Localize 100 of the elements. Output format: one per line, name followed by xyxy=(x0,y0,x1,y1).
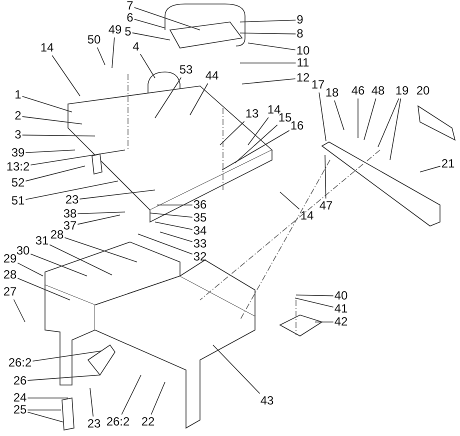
callout-number: 10 xyxy=(296,44,310,58)
callout-number: 26:2 xyxy=(106,416,130,428)
callout-number: 8 xyxy=(296,28,304,40)
callout-number: 28 xyxy=(50,228,64,242)
leader-line xyxy=(77,212,126,214)
leader-line xyxy=(64,237,138,262)
callout-number: 30 xyxy=(16,244,30,258)
leader-line xyxy=(49,244,112,276)
leader-line xyxy=(240,32,296,34)
callout-number: 6 xyxy=(126,12,134,24)
leader-line xyxy=(364,98,376,140)
leader-line xyxy=(140,54,156,78)
leader-line xyxy=(17,262,44,276)
callout-number: 9 xyxy=(296,14,304,26)
callout-number: 37 xyxy=(63,220,77,232)
callout-number: 7 xyxy=(126,0,134,12)
callout-number: 27 xyxy=(3,286,17,298)
leader-line xyxy=(134,7,200,30)
leader-line xyxy=(32,350,102,362)
callout-number: 19 xyxy=(395,84,409,98)
leader-line xyxy=(234,124,278,164)
callout-number: 14 xyxy=(267,104,281,116)
callout-number: 28 xyxy=(3,268,17,282)
callout-number: 32 xyxy=(193,250,207,264)
callout-number: 33 xyxy=(193,238,207,250)
leader-line xyxy=(248,42,296,50)
callout-number: 26:2 xyxy=(8,356,32,370)
callout-number: 16 xyxy=(290,120,304,132)
leader-line xyxy=(154,77,182,118)
leader-line xyxy=(25,166,86,182)
leader-line xyxy=(27,374,100,381)
leader-line xyxy=(156,204,193,206)
leader-line xyxy=(248,117,269,146)
callout-number: 42 xyxy=(334,316,348,328)
leader-line xyxy=(132,32,170,40)
leader-line xyxy=(134,18,166,28)
callout-number: 11 xyxy=(296,56,310,70)
leader-line xyxy=(212,344,260,394)
callout-number: 18 xyxy=(325,86,339,100)
leader-line xyxy=(334,100,344,130)
callout-number: 36 xyxy=(193,198,207,212)
callout-number: 52 xyxy=(11,176,25,190)
callout-number: 26 xyxy=(13,374,27,388)
leader-line xyxy=(13,299,26,322)
leader-line xyxy=(52,55,80,96)
callout-number: 20 xyxy=(416,84,430,98)
callout-number: 44 xyxy=(205,70,219,82)
leader-line xyxy=(150,382,166,415)
callout-number: 5 xyxy=(124,26,132,38)
callout-number: 38 xyxy=(63,208,77,220)
leader-line xyxy=(220,121,245,146)
leader-line xyxy=(378,98,400,148)
callout-number: 25 xyxy=(13,404,27,416)
leader-line xyxy=(280,192,300,210)
leader-line xyxy=(90,388,94,417)
leader-line xyxy=(420,166,441,172)
callout-number: 3 xyxy=(14,128,22,142)
leader-line xyxy=(242,78,296,84)
callout-number: 46 xyxy=(351,84,365,98)
leader-line xyxy=(79,190,156,200)
callout-number: 14 xyxy=(40,42,54,54)
callout-number: 24 xyxy=(13,392,27,404)
leader-line xyxy=(294,298,334,308)
callout-number: 14 xyxy=(300,210,314,222)
leader-line xyxy=(30,150,126,166)
leader-line xyxy=(25,150,76,153)
callout-number: 51 xyxy=(11,194,25,208)
callout-number: 23 xyxy=(87,418,101,430)
callout-number: 50 xyxy=(87,34,101,46)
callout-number: 48 xyxy=(371,84,385,98)
callout-number: 17 xyxy=(311,78,325,92)
leader-line xyxy=(222,130,290,170)
leader-line xyxy=(27,412,64,422)
leader-line xyxy=(240,62,296,64)
leader-line xyxy=(318,92,326,142)
callout-number: 43 xyxy=(260,394,274,408)
callout-number: 29 xyxy=(3,252,17,266)
leader-line xyxy=(77,214,120,225)
leader-line xyxy=(96,47,106,66)
leader-line xyxy=(17,278,70,300)
callout-number: 1 xyxy=(14,88,22,102)
leader-line xyxy=(296,294,334,296)
callout-number: 23 xyxy=(65,194,79,206)
leader-line xyxy=(22,116,82,124)
callout-number: 22 xyxy=(141,416,155,428)
callout-number: 40 xyxy=(334,290,348,302)
callout-number: 31 xyxy=(35,234,49,248)
leader-line xyxy=(30,254,88,276)
leader-line xyxy=(121,374,142,415)
callout-number: 53 xyxy=(179,64,193,76)
leader-line xyxy=(390,98,402,160)
leader-line xyxy=(22,134,96,136)
callout-number: 34 xyxy=(193,224,207,238)
callout-number: 41 xyxy=(334,302,348,316)
callout-number: 13:2 xyxy=(6,160,30,174)
callout-number: 13 xyxy=(245,108,259,120)
leader-line xyxy=(138,234,193,255)
callout-number: 4 xyxy=(132,40,140,54)
leader-line xyxy=(240,20,296,22)
callout-number: 12 xyxy=(296,72,310,84)
